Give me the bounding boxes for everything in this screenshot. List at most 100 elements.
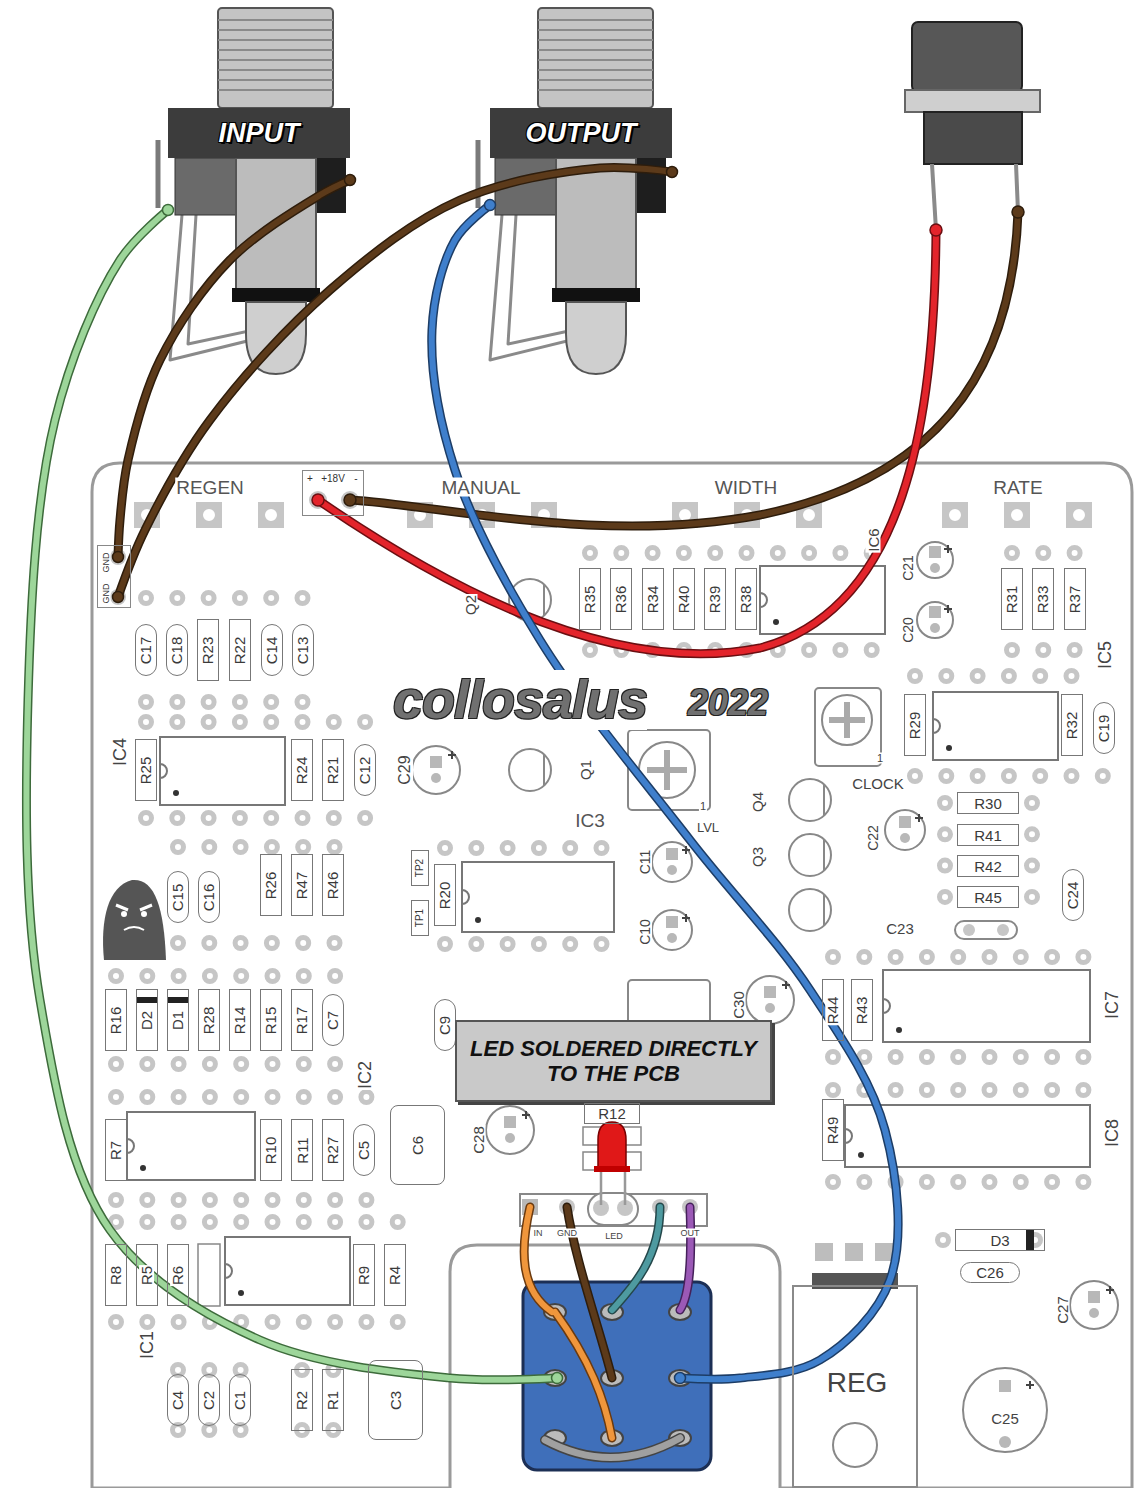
text-slot: R28 bbox=[199, 990, 219, 1050]
callout-text: LED SOLDERED DIRECTLY TO THE PCB bbox=[470, 1036, 757, 1087]
text-slot: R45 bbox=[958, 887, 1018, 907]
switch-wiring bbox=[612, 1207, 660, 1310]
capacitor-outline: C24 bbox=[1062, 869, 1084, 921]
board-year: 2022 bbox=[688, 683, 768, 723]
silkscreen-label: Q3 bbox=[750, 846, 765, 868]
mascot bbox=[121, 911, 127, 917]
electrolytic-capacitor bbox=[999, 1436, 1011, 1448]
text-slot: R20 bbox=[435, 865, 455, 925]
power-wiring bbox=[312, 494, 324, 506]
capacitor-outline: C26 bbox=[960, 1262, 1020, 1283]
ic-chip bbox=[760, 593, 767, 607]
wire bbox=[432, 200, 898, 1384]
ic-chip bbox=[946, 745, 952, 751]
resistor-outline: R46 bbox=[322, 854, 344, 916]
part-designator: R12 bbox=[597, 1106, 627, 1121]
resistor-outline: R26 bbox=[260, 854, 282, 916]
wire-core bbox=[432, 205, 898, 1379]
text-slot: R27 bbox=[323, 1120, 343, 1180]
test-point: TP1 bbox=[411, 900, 429, 936]
text-slot: 2022 bbox=[673, 675, 783, 731]
resistor-outline: R32 bbox=[1061, 694, 1083, 756]
ic-chip bbox=[883, 999, 890, 1013]
capacitor-outline: C2 bbox=[198, 1374, 220, 1426]
mascot bbox=[124, 927, 144, 930]
part-designator: R11 bbox=[295, 1136, 310, 1164]
silkscreen-label: IC5 bbox=[1096, 640, 1114, 670]
part-name: REG bbox=[827, 1369, 888, 1397]
text-slot: C13 bbox=[293, 625, 313, 675]
silkscreen-label: LED bbox=[604, 1232, 624, 1241]
silkscreen-label: REGEN bbox=[175, 478, 245, 497]
text-slot: R21 bbox=[323, 740, 343, 800]
wire-outline bbox=[118, 180, 350, 557]
transistor bbox=[789, 834, 831, 876]
part-designator: C14 bbox=[265, 635, 280, 665]
part-designator: C16 bbox=[202, 882, 217, 912]
resistor-outline: R37 bbox=[1064, 568, 1086, 630]
resistor-outline: R34 bbox=[642, 568, 664, 630]
resistor-outline: R11 bbox=[291, 1119, 313, 1181]
silkscreen-label: IC4 bbox=[111, 737, 129, 767]
ic-chip bbox=[896, 1027, 902, 1033]
pot-pads bbox=[955, 509, 1080, 521]
silkscreen-label: IC2 bbox=[356, 1060, 374, 1090]
part-designator: C19 bbox=[1097, 713, 1112, 743]
silkscreen-label: IC1 bbox=[138, 1330, 156, 1360]
solder-joint bbox=[485, 200, 496, 211]
ic-chip bbox=[933, 692, 1058, 760]
resistor-outline: R21 bbox=[322, 739, 344, 801]
part-designator: R22 bbox=[233, 635, 248, 665]
pad-name: +18V bbox=[321, 474, 345, 484]
part-designator: C26 bbox=[975, 1265, 1005, 1280]
silkscreen-label: IC6 bbox=[866, 527, 881, 552]
electrolytic-capacitor bbox=[1088, 1291, 1100, 1303]
resistor-outline: R27 bbox=[322, 1119, 344, 1181]
part-designator: R16 bbox=[109, 1005, 124, 1035]
text-slot: R35 bbox=[580, 569, 600, 629]
ic-chip bbox=[160, 764, 167, 778]
electrolytic-capacitor bbox=[930, 623, 940, 633]
ic-chip bbox=[225, 1264, 232, 1278]
text-slot: R10 bbox=[261, 1120, 281, 1180]
resistor-outline: R25 bbox=[135, 739, 157, 801]
text-slot: C24 bbox=[1063, 870, 1083, 920]
part-designator: R30 bbox=[973, 796, 1003, 811]
text-slot: C5 bbox=[354, 1125, 374, 1175]
text-slot: - bbox=[350, 472, 362, 485]
text-slot: TP1 bbox=[412, 901, 428, 935]
footswitch-header bbox=[520, 1194, 707, 1226]
mascot bbox=[141, 911, 147, 917]
callout-box: LED SOLDERED DIRECTLY TO THE PCB bbox=[455, 1020, 772, 1102]
resistor-outline: R44 bbox=[822, 979, 844, 1041]
capacitor-outline: C17 bbox=[135, 624, 157, 676]
ic-chip bbox=[127, 1112, 255, 1180]
mascot bbox=[103, 880, 166, 960]
part-designator: R35 bbox=[583, 584, 598, 614]
part-designator: R32 bbox=[1065, 710, 1080, 740]
text-slot: R1 bbox=[323, 1370, 343, 1430]
ic-chip bbox=[160, 737, 285, 805]
diode-outline: D1 bbox=[167, 989, 189, 1051]
part-designator: R44 bbox=[826, 995, 841, 1025]
board-logo: collosalus bbox=[393, 670, 647, 729]
text-slot: R36 bbox=[611, 569, 631, 629]
text-slot: R49 bbox=[823, 1100, 843, 1160]
electrolytic-capacitor bbox=[899, 816, 911, 828]
silkscreen-label: C11 bbox=[638, 849, 652, 876]
switch-wiring bbox=[680, 1207, 691, 1310]
text-slot: TP2 bbox=[412, 851, 428, 885]
resistor-outline: R45 bbox=[957, 886, 1019, 908]
electrolytic-capacitor bbox=[765, 1003, 775, 1013]
trimmer-pot bbox=[815, 688, 881, 766]
ground-pad-header: GNDGND bbox=[97, 545, 131, 608]
diode-outline: D3 bbox=[955, 1229, 1045, 1251]
text-slot: C14 bbox=[262, 625, 282, 675]
dc-jack bbox=[912, 22, 1022, 92]
ic-chip bbox=[127, 566, 1090, 1305]
led bbox=[598, 1122, 626, 1168]
part-designator: R5 bbox=[140, 1264, 155, 1285]
text-slot: R31 bbox=[1002, 569, 1022, 629]
capacitor-outline: C9 bbox=[434, 999, 456, 1051]
